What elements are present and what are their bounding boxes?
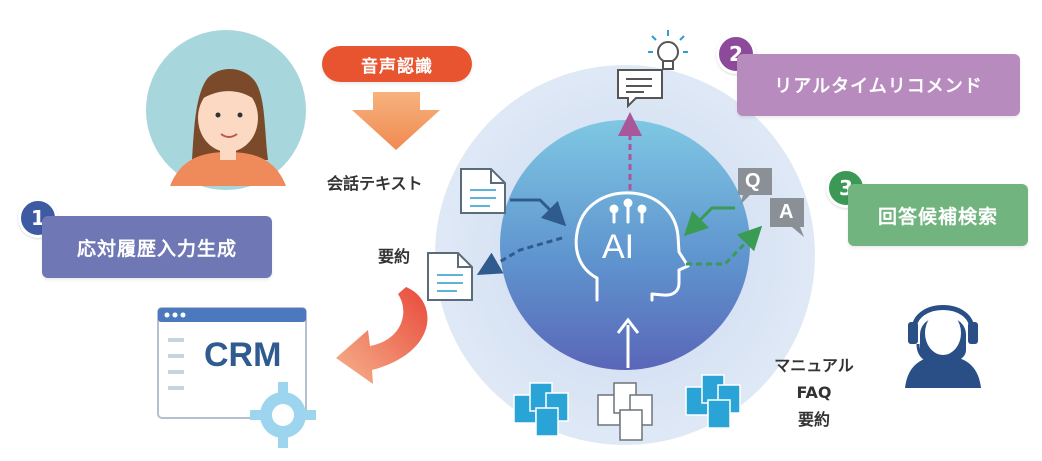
conversation-text-label: 会話テキスト (327, 174, 423, 193)
knowledge-sources: マニュアル FAQ 要約 (760, 352, 868, 433)
ai-head-icon (574, 191, 690, 302)
knowledge-source-faq: FAQ (796, 383, 832, 402)
speech-recognition-text: 音声認識 (361, 56, 433, 77)
summary-arrow (476, 236, 563, 276)
qa-bubbles-icon (738, 168, 804, 237)
knowledge-source-manual: マニュアル (774, 356, 854, 375)
inner-circle (500, 120, 750, 370)
gear-icon (250, 382, 316, 448)
q-letter: Q (745, 170, 761, 192)
step3-label: 回答候補検索 (877, 205, 998, 228)
step1-label: 応対履歴入力生成 (76, 237, 237, 260)
crm-label: CRM (204, 336, 282, 374)
conversation-doc-icon (460, 168, 506, 214)
qa-in-arrow (683, 206, 735, 237)
down-arrow (352, 92, 440, 150)
crm-window (157, 307, 307, 419)
operator-headset-icon (905, 305, 981, 388)
lightbulb-icon (617, 30, 688, 109)
summary-label: 要約 (378, 247, 411, 266)
document-stack-icon (513, 374, 741, 441)
step1-box: 応対履歴入力生成 (42, 216, 272, 278)
a-letter: A (779, 201, 794, 223)
speech-recognition-label: 音声認識 (322, 46, 472, 82)
knowledge-source-summary: 要約 (797, 410, 830, 429)
input-arrow (510, 198, 567, 227)
customer-avatar (146, 30, 306, 190)
ai-label: AI (602, 228, 635, 266)
step2-box: リアルタイムリコメンド (737, 54, 1020, 116)
step3-box: 回答候補検索 (848, 184, 1028, 246)
summary-doc-icon (427, 252, 473, 301)
qa-out-arrow (686, 225, 763, 266)
step2-label: リアルタイムリコメンド (774, 76, 983, 97)
curve-arrow (336, 287, 428, 384)
